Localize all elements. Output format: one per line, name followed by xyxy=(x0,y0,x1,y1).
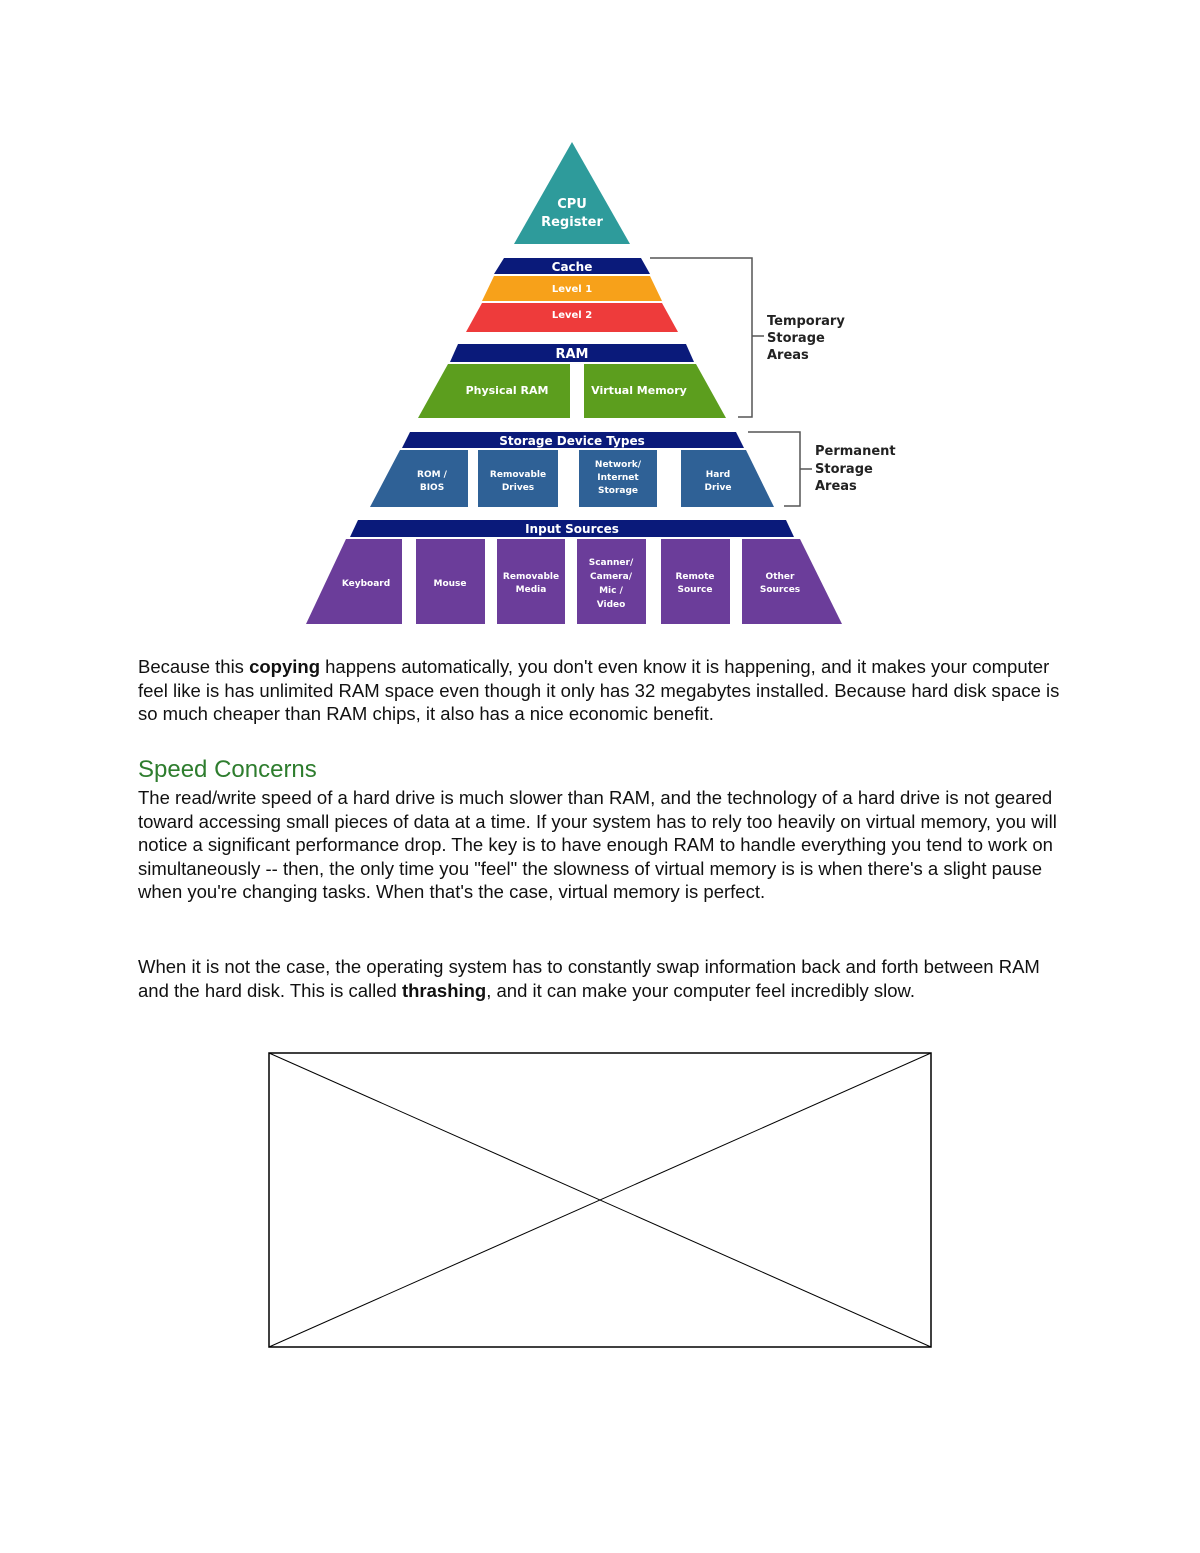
cpu-register-tier xyxy=(514,142,630,244)
permanent-label-2: Storage xyxy=(815,462,873,477)
temporary-label-2: Storage xyxy=(767,331,825,346)
cache-level1-band xyxy=(482,276,662,301)
cache-level2-band xyxy=(466,303,678,332)
paragraph-thrashing: When it is not the case, the operating s… xyxy=(138,955,1068,1002)
paragraph-thrashing-start: When it is not the case, the operating s… xyxy=(138,956,1040,1001)
sources-label: Sources xyxy=(760,585,800,595)
keyboard-block xyxy=(306,539,402,624)
storage-title: Storage Device Types xyxy=(499,434,644,448)
level2-label: Level 2 xyxy=(552,310,592,321)
mic-label: Mic / xyxy=(599,586,624,596)
cpu-label: CPU xyxy=(557,197,587,212)
input-header-bar xyxy=(350,520,794,537)
video-label: Video xyxy=(597,600,626,610)
other-label: Other xyxy=(766,572,795,582)
thrashing-term: thrashing xyxy=(401,979,487,1001)
removable-drives-label-1: Removable xyxy=(490,470,546,480)
bios-label: BIOS xyxy=(420,483,444,493)
physical-ram-block xyxy=(418,364,570,418)
storage-header-bar xyxy=(402,432,744,448)
temporary-label-1: Temporary xyxy=(767,314,845,329)
input-title: Input Sources xyxy=(525,522,619,536)
scanner-camera-block xyxy=(577,539,646,624)
temporary-storage-bracket xyxy=(650,257,753,418)
section-heading: Speed Concerns xyxy=(138,756,317,783)
level1-label: Level 1 xyxy=(552,284,592,295)
mouse-label: Mouse xyxy=(433,579,466,589)
hard-label: Hard xyxy=(706,470,731,480)
other-sources-block xyxy=(742,539,842,624)
scanner-label: Scanner/ xyxy=(589,558,634,568)
paragraph-copying: Because this copying happens automatical… xyxy=(138,655,1068,726)
cache-header-bar xyxy=(494,258,650,274)
cache-title: Cache xyxy=(552,260,593,274)
removable-media-label-2: Media xyxy=(516,585,547,595)
paragraph-speed: The read/write speed of a hard drive is … xyxy=(138,787,1057,902)
camera-label: Camera/ xyxy=(590,572,633,582)
network-label: Network/ xyxy=(595,460,642,470)
hard-drive-block xyxy=(681,450,774,507)
ram-header-bar xyxy=(450,344,694,362)
virtual-memory-label: Virtual Memory xyxy=(591,384,687,397)
ram-title: RAM xyxy=(555,347,588,362)
temporary-label-3: Areas xyxy=(767,348,809,363)
physical-ram-label: Physical RAM xyxy=(466,384,549,397)
storage-label: Storage xyxy=(598,486,638,496)
network-storage-block xyxy=(579,450,657,507)
memory-hierarchy-pyramid: CPU Register Cache Level 1 Level 2 RAM P… xyxy=(306,142,896,624)
paragraph-copying-start: Because this xyxy=(138,656,250,677)
permanent-label-1: Permanent xyxy=(815,444,896,459)
virtual-memory-block xyxy=(584,364,726,418)
permanent-label-3: Areas xyxy=(815,479,857,494)
paragraph-copying-end: happens automatically, you don't even kn… xyxy=(138,656,1060,724)
copying-term: copying xyxy=(249,656,320,677)
internet-label: Internet xyxy=(597,473,639,483)
remote-label: Remote xyxy=(675,572,714,582)
paragraph-thrashing-end: , and it can make your computer feel inc… xyxy=(486,979,916,1001)
mouse-block xyxy=(416,539,485,624)
removable-media-block xyxy=(497,539,565,624)
keyboard-label: Keyboard xyxy=(342,579,390,589)
remote-source-block xyxy=(661,539,730,624)
removable-drives-label-2: Drives xyxy=(502,483,534,493)
drive-label: Drive xyxy=(705,483,732,493)
register-label: Register xyxy=(541,215,603,230)
rom-label: ROM / xyxy=(417,470,448,480)
missing-image-placeholder xyxy=(268,1052,932,1348)
removable-drives-block xyxy=(478,450,558,507)
rom-bios-block xyxy=(370,450,468,507)
source-label: Source xyxy=(678,585,713,595)
removable-media-label-1: Removable xyxy=(503,572,559,582)
